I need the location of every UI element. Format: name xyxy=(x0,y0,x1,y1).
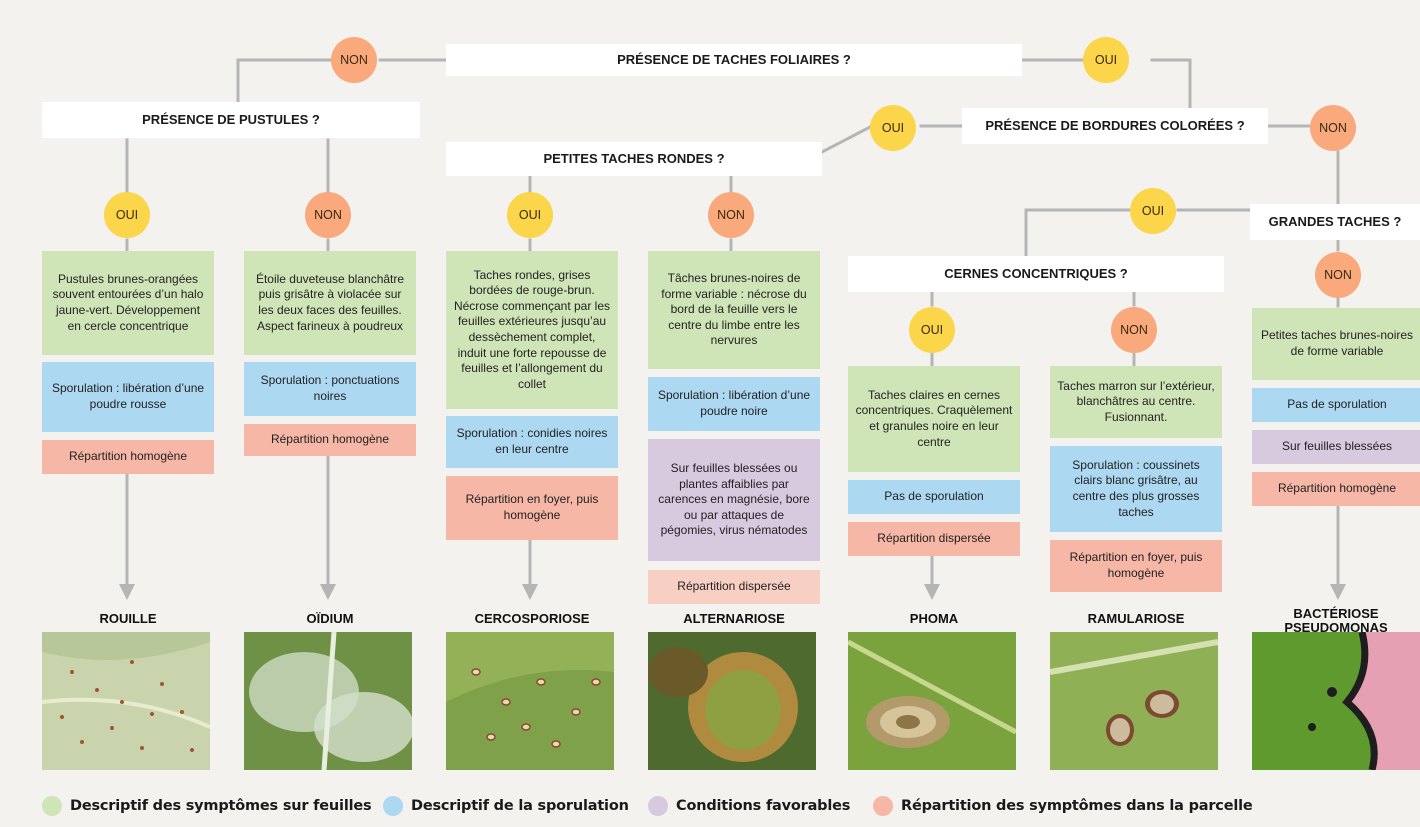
answer-non-circle: NON xyxy=(1111,307,1157,353)
legend-item-symptoms: Descriptif des symptômes sur feuilles xyxy=(42,795,372,817)
ramulariose-sporulation: Sporulation : coussinets clairs blanc gr… xyxy=(1050,446,1222,532)
photo-rouille xyxy=(42,632,210,770)
disease-name-cercosporiose: CERCOSPORIOSE xyxy=(474,611,590,626)
cercosporiose-sporulation: Sporulation : conidies noires en leur ce… xyxy=(446,416,618,468)
legend-label: Descriptif des symptômes sur feuilles xyxy=(70,798,372,814)
phoma-repartition: Répartition dispersée xyxy=(848,522,1020,556)
answer-oui-circle: OUI xyxy=(507,192,553,238)
rouille-repartition: Répartition homogène xyxy=(42,440,214,474)
bacteriose-repartition: Répartition homogène xyxy=(1252,472,1420,506)
alternariose-symptoms: Tâches brunes-noires de forme variable :… xyxy=(648,251,820,369)
cercosporiose-symptoms: Taches rondes, grises bordées de rouge-b… xyxy=(446,251,618,409)
photo-bacteriose xyxy=(1252,632,1420,770)
disease-name-alternariose: ALTERNARIOSE xyxy=(683,611,785,626)
photo-ramulariose xyxy=(1050,632,1218,770)
ramulariose-repartition: Répartition en foyer, puis homogène xyxy=(1050,540,1222,592)
question-grandes-taches: GRANDES TACHES ? xyxy=(1250,204,1420,240)
legend-dot xyxy=(873,796,893,816)
legend-label: Répartition des symptômes dans la parcel… xyxy=(901,798,1253,814)
legend-label: Descriptif de la sporulation xyxy=(411,798,629,814)
photo-phoma xyxy=(848,632,1016,770)
legend-item-repartition: Répartition des symptômes dans la parcel… xyxy=(873,795,1253,817)
question-taches-foliaires: PRÉSENCE DE TACHES FOLIAIRES ? xyxy=(446,44,1022,76)
legend-item-conditions: Conditions favorables xyxy=(648,795,850,817)
bacteriose-sporulation: Pas de sporulation xyxy=(1252,388,1420,422)
phoma-sporulation: Pas de sporulation xyxy=(848,480,1020,514)
legend-dot xyxy=(42,796,62,816)
alternariose-conditions: Sur feuilles blessées ou plantes affaibl… xyxy=(648,439,820,561)
question-petites-taches-rondes: PETITES TACHES RONDES ? xyxy=(446,142,822,176)
disease-name-bacteriose: BACTÉRIOSE PSEUDOMONAS xyxy=(1284,606,1388,636)
answer-oui-circle: OUI xyxy=(1083,37,1129,83)
rouille-sporulation: Sporulation : libération d’une poudre ro… xyxy=(42,362,214,432)
phoma-symptoms: Taches claires en cernes concentriques. … xyxy=(848,366,1020,472)
bacteriose-conditions: Sur feuilles blessées xyxy=(1252,430,1420,464)
oidium-repartition: Répartition homogène xyxy=(244,424,416,456)
disease-name-oidium: OÏDIUM xyxy=(306,611,354,626)
photo-alternariose xyxy=(648,632,816,770)
ramulariose-symptoms: Taches marron sur l’extérieur, blanchâtr… xyxy=(1050,366,1222,438)
question-cernes-concentriques: CERNES CONCENTRIQUES ? xyxy=(848,256,1224,292)
question-pustules: PRÉSENCE DE PUSTULES ? xyxy=(42,102,420,138)
legend-item-sporulation: Descriptif de la sporulation xyxy=(383,795,629,817)
answer-non-circle: NON xyxy=(1310,105,1356,151)
oidium-symptoms: Étoile duveteuse blanchâtre puis grisâtr… xyxy=(244,251,416,355)
legend-dot xyxy=(383,796,403,816)
photo-cercosporiose xyxy=(446,632,614,770)
photo-oidium xyxy=(244,632,412,770)
answer-non-circle: NON xyxy=(331,37,377,83)
rouille-symptoms: Pustules brunes-orangées souvent entouré… xyxy=(42,251,214,355)
alternariose-sporulation: Sporulation : libération d’une poudre no… xyxy=(648,377,820,431)
answer-oui-circle: OUI xyxy=(104,192,150,238)
answer-oui-circle: OUI xyxy=(870,105,916,151)
cercosporiose-repartition: Répartition en foyer, puis homogène xyxy=(446,476,618,540)
answer-oui-circle: OUI xyxy=(909,307,955,353)
answer-non-circle: NON xyxy=(708,192,754,238)
disease-name-rouille: ROUILLE xyxy=(99,611,157,626)
legend-label: Conditions favorables xyxy=(676,798,851,814)
disease-name-phoma: PHOMA xyxy=(909,611,959,626)
disease-name-ramulariose: RAMULARIOSE xyxy=(1087,611,1185,626)
answer-oui-circle: OUI xyxy=(1130,188,1176,234)
bacteriose-symptoms: Petites taches brunes-noires de forme va… xyxy=(1252,308,1420,380)
question-bordures-colorees: PRÉSENCE DE BORDURES COLORÉES ? xyxy=(962,108,1268,144)
answer-non-circle: NON xyxy=(305,192,351,238)
legend-dot xyxy=(648,796,668,816)
alternariose-repartition: Répartition dispersée xyxy=(648,570,820,604)
oidium-sporulation: Sporulation : ponctuations noires xyxy=(244,362,416,416)
answer-non-circle: NON xyxy=(1315,252,1361,298)
